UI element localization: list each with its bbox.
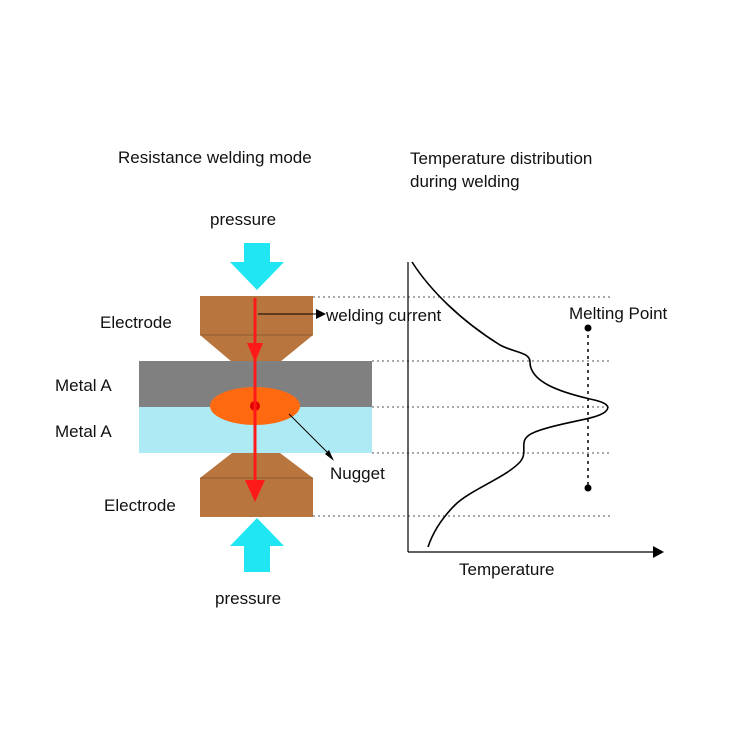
guide-lines [313, 296, 612, 517]
melting-point-marker [584, 324, 592, 492]
pressure-top-label: pressure [210, 210, 277, 229]
welding-current-arrow [245, 298, 265, 502]
electrode-top-label: Electrode [100, 313, 172, 332]
nugget-pointer [288, 413, 334, 461]
temperature-curve [411, 261, 609, 548]
melting-point-bottom-dot [584, 484, 592, 492]
nugget-label: Nugget [330, 464, 385, 483]
metal-a-top-label: Metal A [55, 376, 112, 395]
pressure-bottom-label: pressure [215, 589, 282, 608]
right-title-line-2: during welding [410, 172, 520, 191]
melting-point-label: Melting Point [569, 304, 668, 323]
temperature-axes [407, 262, 655, 553]
melting-point-top-dot [584, 324, 592, 332]
welding-current-pointer [258, 309, 326, 319]
electrode-bottom-label: Electrode [104, 496, 176, 515]
x-axis-arrowhead [653, 546, 664, 558]
x-axis-label: Temperature [459, 560, 555, 579]
right-title-line-1: Temperature distribution [410, 149, 593, 168]
metal-a-bottom-label: Metal A [55, 422, 112, 441]
left-title: Resistance welding mode [118, 148, 312, 167]
welding-current-label: welding current [326, 306, 442, 325]
pressure-arrow-top [230, 243, 284, 290]
pressure-arrow-bottom [230, 518, 284, 572]
